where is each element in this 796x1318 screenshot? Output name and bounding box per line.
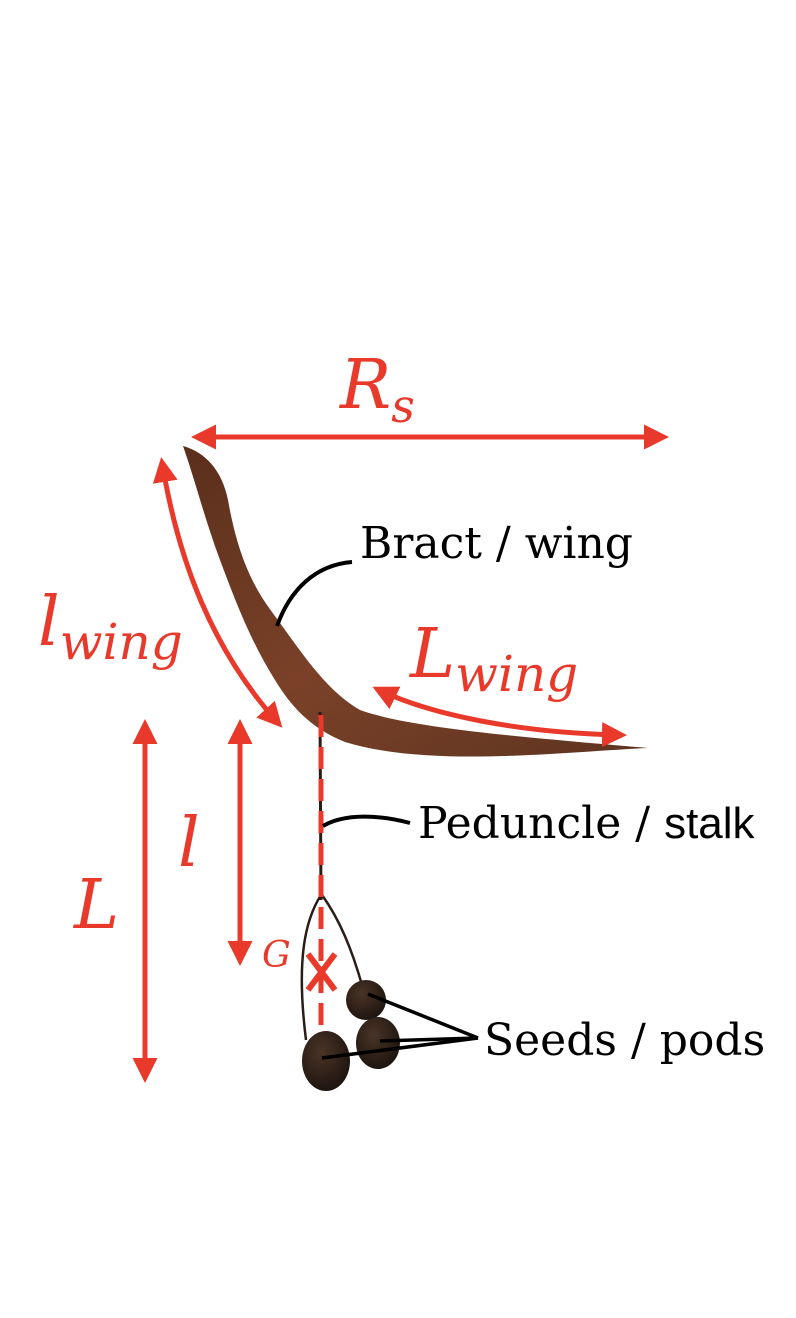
peduncle-leader-line (321, 814, 411, 828)
stalk-label: stalk (664, 799, 755, 848)
bract-wing (183, 446, 648, 757)
lwing-big-arrow (372, 686, 627, 748)
seeds-label: Seeds / pods (484, 1015, 765, 1066)
pedicel-right (320, 894, 364, 986)
lwing-small-arrow (152, 457, 283, 728)
seed-pod-right-bottom (356, 1017, 400, 1069)
l-small-symbol: l (178, 804, 200, 883)
lwing-big-symbol: Lwing (408, 615, 578, 703)
rs-symbol: Rs (338, 346, 415, 433)
bract-label: Bract / wing (360, 518, 633, 569)
seed-pod-right-top (346, 980, 386, 1020)
l-big-symbol: L (72, 866, 119, 945)
g-symbol: G (262, 935, 291, 976)
pedicel-left (300, 894, 323, 1041)
lwing-small-symbol: lwing (38, 583, 183, 671)
bract-leader-line (275, 560, 353, 627)
seeds-leader-lines (321, 992, 479, 1060)
peduncle-label: Peduncle / stalk (418, 798, 756, 849)
seed-pod-left (302, 1031, 350, 1091)
center-of-mass-cross (305, 952, 338, 992)
peduncle-stalk (318, 711, 323, 901)
